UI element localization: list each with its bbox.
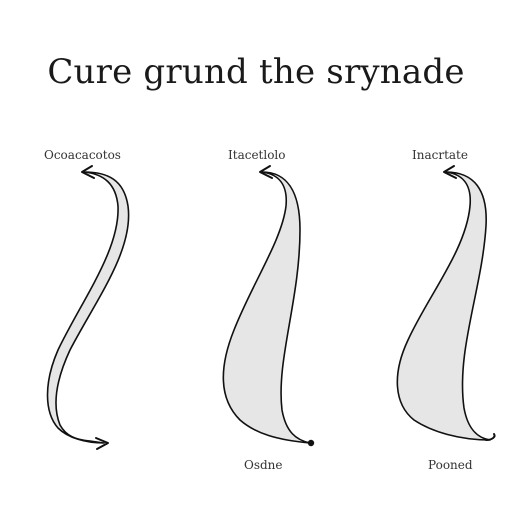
curve-3-arrow-head-top [443, 165, 457, 179]
curve-2-bottom-label: Osdne [244, 458, 283, 472]
curve-3-fill-band [396, 171, 491, 441]
curve-1-arrow-head-top [81, 165, 95, 179]
curve-2-top-label: Itacetlolo [228, 148, 286, 162]
curve-1-top-label: Ocoacacotos [44, 148, 121, 162]
curve-3-end-hook [485, 433, 496, 441]
curve-2 [222, 165, 315, 447]
curve-2-end-dot [307, 439, 315, 447]
curve-1-fill-band [46, 171, 130, 444]
curve-1 [46, 165, 130, 450]
curve-3-top-label: Inacrtate [412, 148, 468, 162]
curve-3-bottom-label: Pooned [428, 458, 473, 472]
curve-2-arrow-head-top [259, 165, 273, 179]
curve-3 [396, 165, 496, 441]
diagram-title: Cure grund the srynade [47, 52, 465, 92]
curve-1-arrow-head-bottom [95, 437, 109, 450]
curve-2-fill-band [222, 171, 311, 444]
